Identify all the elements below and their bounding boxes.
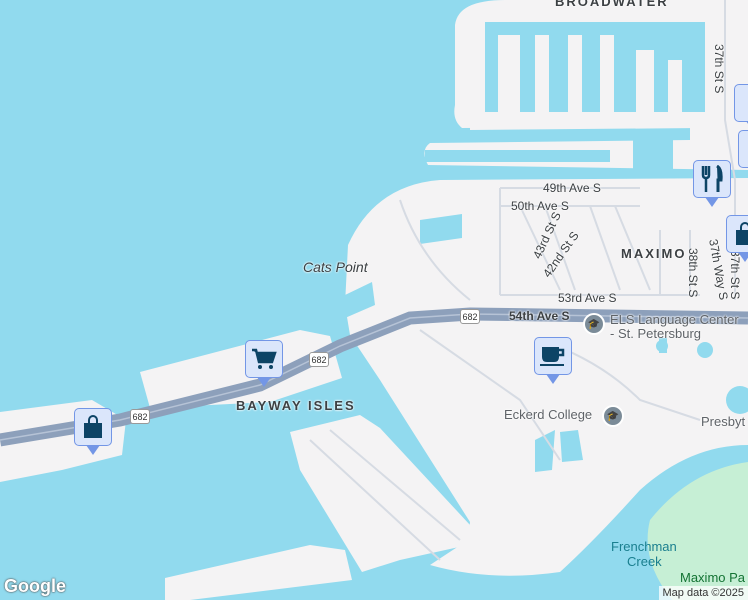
label-bayway-isles: BAYWAY ISLES	[236, 398, 356, 413]
label-els-2[interactable]: - St. Petersburg	[610, 326, 702, 341]
label-maximo: MAXIMO	[621, 246, 687, 261]
school-icon[interactable]: 🎓	[602, 405, 624, 427]
map-marker[interactable]	[734, 84, 748, 131]
route-shield: 682	[130, 409, 150, 424]
shopping-marker[interactable]	[726, 215, 748, 262]
label-54th-ave: 54th Ave S	[509, 309, 570, 323]
label-50th-ave: 50th Ave S	[511, 199, 569, 213]
canals	[345, 22, 748, 472]
shopping-marker[interactable]	[74, 408, 112, 455]
label-38th-st: 38th St S	[686, 248, 700, 298]
coffee-cup-icon	[540, 347, 565, 366]
land-bayway	[140, 330, 342, 408]
map-marker[interactable]	[738, 130, 748, 168]
label-broadwater: BROADWATER	[555, 0, 669, 9]
google-logo[interactable]: Google	[4, 576, 66, 596]
school-icon[interactable]: 🎓	[583, 313, 605, 335]
label-frenchman-2: Creek	[627, 554, 662, 569]
shopping-bag-icon	[84, 415, 102, 438]
route-shield: 682	[309, 352, 329, 367]
label-49th-ave: 49th Ave S	[543, 181, 601, 195]
label-presbyt: Presbyt	[701, 414, 746, 429]
label-53rd-ave: 53rd Ave S	[558, 291, 617, 305]
label-cats-point: Cats Point	[303, 259, 368, 275]
fork-knife-icon	[701, 165, 723, 192]
park-area	[647, 462, 748, 600]
land-south-islands	[290, 415, 470, 572]
label-els-1[interactable]: ELS Language Center	[610, 312, 739, 327]
route-shield: 682	[460, 309, 480, 324]
map-attribution[interactable]: Map data ©2025	[658, 586, 748, 600]
label-37th-st-north: 37th St S	[712, 44, 726, 94]
label-frenchman-1: Frenchman	[611, 539, 677, 554]
canal-fingers	[470, 35, 700, 130]
shopping-bag-icon	[736, 222, 748, 245]
label-maximo-park[interactable]: Maximo Pa	[680, 570, 746, 585]
cafe-marker[interactable]	[534, 337, 572, 384]
shopping-cart-icon	[252, 348, 277, 369]
grocery-marker[interactable]	[245, 340, 283, 387]
land-bottom-island	[165, 545, 352, 600]
label-eckerd-college[interactable]: Eckerd College	[504, 407, 593, 422]
restaurant-marker[interactable]	[693, 160, 731, 207]
